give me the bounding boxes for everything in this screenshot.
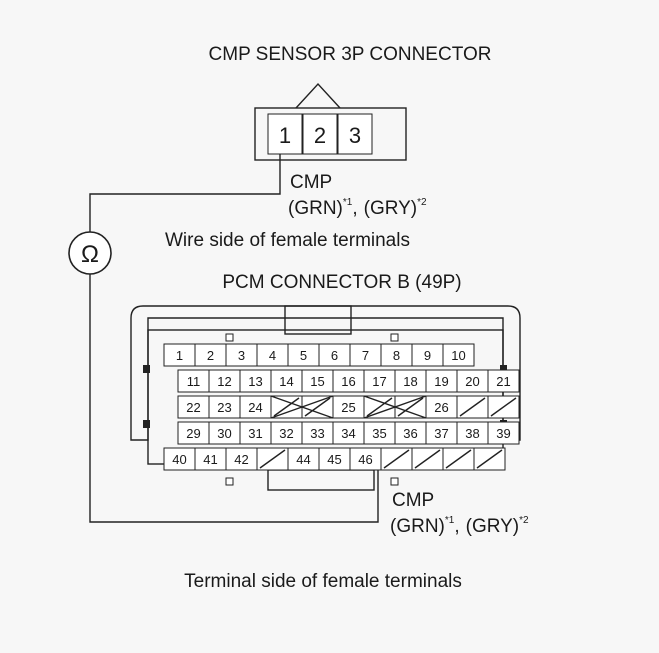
pcm-pin-label-16: 16	[341, 374, 355, 389]
pcm-pin-label-41: 41	[203, 452, 217, 467]
pcm-pin-label-20: 20	[465, 374, 479, 389]
pcm-pin-label-6: 6	[331, 348, 338, 363]
pcm-pin-21[interactable]	[487, 369, 520, 393]
pcm-blank-slash-2-9	[459, 397, 486, 417]
cmp-pin-3[interactable]	[337, 113, 373, 155]
ohmmeter: Ω	[68, 231, 112, 275]
pcm-pin-label-26: 26	[434, 400, 448, 415]
pcm-blank-slash-2-7	[397, 397, 424, 417]
pcm-blank-slash-4-9	[445, 449, 472, 469]
pcm-pin-label-12: 12	[217, 374, 231, 389]
pcm-blank-slash-4-8	[414, 449, 441, 469]
pcm-pin-label-17: 17	[372, 374, 386, 389]
cmp-connector-housing	[254, 107, 407, 161]
pcm-pin-label-42: 42	[234, 452, 248, 467]
pcm-pin-label-37: 37	[434, 426, 448, 441]
pcm-cavity-x-0-b	[270, 395, 334, 419]
pcm-cavity-x-1-b	[363, 395, 427, 419]
pcm-pin-label-3: 3	[238, 348, 245, 363]
pcm-pin-label-8: 8	[393, 348, 400, 363]
pcm-pin-label-39: 39	[496, 426, 510, 441]
pcm-pin-label-13: 13	[248, 374, 262, 389]
pcm-pin-label-34: 34	[341, 426, 355, 441]
pcm-blank-slash-4-7	[383, 449, 410, 469]
pcm-pin-label-4: 4	[269, 348, 276, 363]
pcm-pin-10[interactable]	[442, 343, 475, 367]
pcm-pin-label-7: 7	[362, 348, 369, 363]
ohm-icon: Ω	[81, 241, 99, 268]
pcm-pin-label-40: 40	[172, 452, 186, 467]
connector-lock-tab	[295, 82, 341, 109]
cmp-pin-1-label: 1	[279, 123, 291, 148]
pcm-pin-label-22: 22	[186, 400, 200, 415]
pcm-pin-label-19: 19	[434, 374, 448, 389]
probe-lead-top	[89, 154, 281, 232]
pcm-pin-label-24: 24	[248, 400, 262, 415]
pcm-blank-slash-4-10	[476, 449, 503, 469]
pcm-pin-label-14: 14	[279, 374, 293, 389]
pcm-pin-label-35: 35	[372, 426, 386, 441]
pcm-pin-label-29: 29	[186, 426, 200, 441]
pcm-pin-label-31: 31	[248, 426, 262, 441]
cmp-wire-colors-bottom: (GRN)*1,(GRY)*2	[390, 515, 529, 537]
pcm-connector-title: PCM CONNECTOR B (49P)	[222, 272, 461, 293]
cmp-sensor-connector: 1 2 3	[254, 82, 407, 161]
probe-lead-bottom	[89, 274, 379, 523]
pcm-pin-label-21: 21	[496, 374, 510, 389]
pcm-pin-label-15: 15	[310, 374, 324, 389]
pcm-pin-label-32: 32	[279, 426, 293, 441]
pcm-pin-label-30: 30	[217, 426, 231, 441]
pcm-blank-slash-2-4	[304, 397, 331, 417]
pcm-blank-slash-2-6	[366, 397, 393, 417]
pcm-pin-label-36: 36	[403, 426, 417, 441]
terminal-side-caption: Terminal side of female terminals	[184, 571, 462, 592]
pcm-blank-slash-2-3	[273, 397, 300, 417]
wire-side-caption: Wire side of female terminals	[165, 230, 410, 251]
cmp-wire-name-bottom: CMP	[392, 490, 434, 511]
pcm-pin-label-5: 5	[300, 348, 307, 363]
pcm-pin-label-23: 23	[217, 400, 231, 415]
pcm-pin-39[interactable]	[487, 421, 520, 445]
pcm-pin-label-44: 44	[296, 452, 310, 467]
cmp-pin-3-label: 3	[349, 123, 361, 148]
cmp-connector-title: CMP SENSOR 3P CONNECTOR	[209, 44, 492, 65]
cmp-pin-1[interactable]	[267, 113, 303, 155]
cmp-wire-colors-top: (GRN)*1,(GRY)*2	[288, 197, 427, 219]
pcm-pin-label-10: 10	[451, 348, 465, 363]
pcm-pin-label-9: 9	[424, 348, 431, 363]
pcm-blank-slash-4-3	[259, 449, 286, 469]
pcm-blank-slash-2-10	[490, 397, 517, 417]
pcm-pin-label-33: 33	[310, 426, 324, 441]
pcm-pin-label-25: 25	[341, 400, 355, 415]
pcm-pin-label-38: 38	[465, 426, 479, 441]
pcm-pin-label-46: 46	[358, 452, 372, 467]
ohmmeter-body	[68, 231, 112, 275]
cmp-wire-name-top: CMP	[290, 172, 332, 193]
pcm-pin-label-1: 1	[176, 348, 183, 363]
pcm-pin-label-2: 2	[207, 348, 214, 363]
pcm-pin-label-18: 18	[403, 374, 417, 389]
cmp-pin-2-label: 2	[314, 123, 326, 148]
cmp-pin-2[interactable]	[302, 113, 338, 155]
pcm-pin-label-45: 45	[327, 452, 341, 467]
pcm-pin-label-11: 11	[187, 374, 201, 389]
